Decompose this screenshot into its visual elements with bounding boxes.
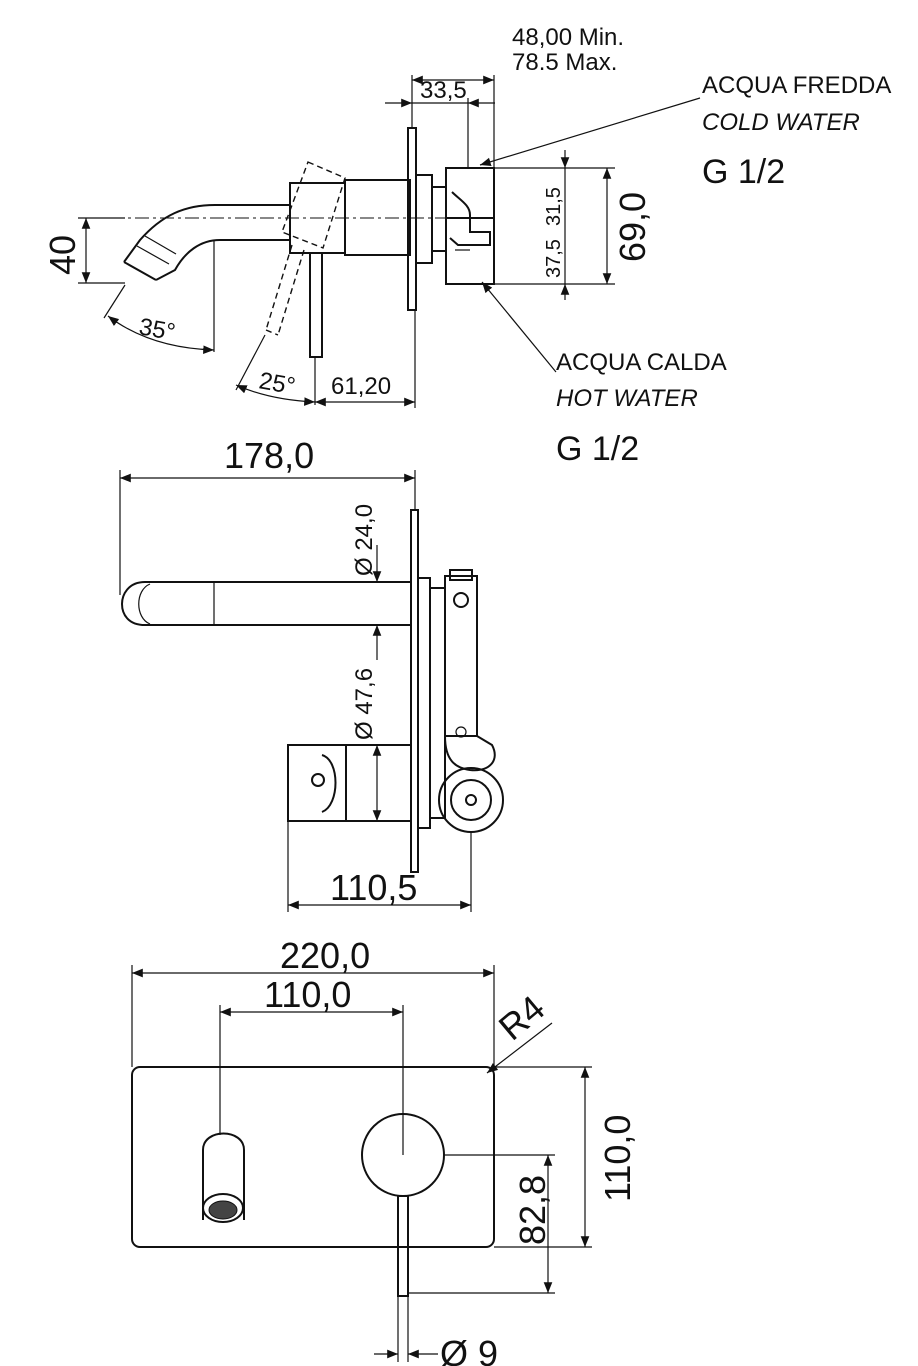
valve-collar [431, 186, 447, 252]
cold-thread-label: G 1/2 [702, 153, 785, 191]
spout-body [123, 204, 290, 263]
front-spout [202, 1132, 245, 1220]
top-ring [417, 577, 431, 829]
dim-r4-label: R4 [491, 987, 553, 1048]
dim-110-w-label: 110,0 [264, 974, 351, 1015]
front-view: 220,0 110,0 R4 110,0 82,8 Ø 9 [131, 935, 638, 1366]
top-wall-plate [410, 509, 419, 873]
dim-110-h-label: 110,0 [597, 1115, 638, 1202]
dim-d47-6-label: Ø 47,6 [351, 668, 378, 740]
top-view: 178,0 Ø 24,0 Ø 47,6 110,5 [119, 435, 504, 912]
lever [309, 252, 323, 358]
dim-40-label: 40 [42, 235, 83, 275]
top-inlet [438, 767, 504, 833]
angle-25-label: 25° [257, 367, 297, 400]
dim-d24-label: Ø 24,0 [351, 504, 378, 576]
dim-178-label: 178,0 [224, 435, 314, 476]
angle-35-label: 35° [137, 313, 177, 346]
top-spout [120, 581, 412, 626]
dim-31-5-label: 31,5 [543, 187, 565, 226]
hot-thread-label: G 1/2 [556, 430, 639, 468]
top-handle [287, 744, 347, 822]
dim-69-label: 69,0 [612, 192, 653, 262]
hot-water-label: ACQUA CALDA [556, 349, 727, 376]
front-lever [397, 1195, 409, 1297]
spout-body-lower [155, 239, 290, 281]
dim-min-label: 48,00 Min. [512, 24, 624, 51]
valve-box [445, 167, 495, 285]
mixer-body [344, 179, 411, 256]
side-view: 48,00 Min. 78.5 Max. 33,5 31,5 37,5 69,0… [42, 24, 891, 468]
lever-alt-head [281, 161, 346, 249]
top-body [444, 575, 478, 737]
dim-max-label: 78.5 Max. [512, 49, 617, 76]
dim-d9-label: Ø 9 [440, 1333, 498, 1366]
dim-61-20-label: 61,20 [331, 373, 391, 400]
front-plate [131, 1066, 495, 1248]
dim-110-5-label: 110,5 [330, 867, 417, 908]
cold-water-label-en: COLD WATER [702, 109, 860, 136]
valve-ring [415, 174, 433, 264]
lever-alt-stem [265, 244, 305, 336]
dim-37-5-label: 37,5 [543, 239, 565, 278]
cold-water-label: ACQUA FREDDA [702, 72, 891, 99]
dim-220-label: 220,0 [280, 935, 370, 976]
hot-water-label-en: HOT WATER [556, 385, 698, 412]
dim-82-8-label: 82,8 [512, 1175, 553, 1245]
dim-33-5-label: 33,5 [420, 77, 467, 104]
